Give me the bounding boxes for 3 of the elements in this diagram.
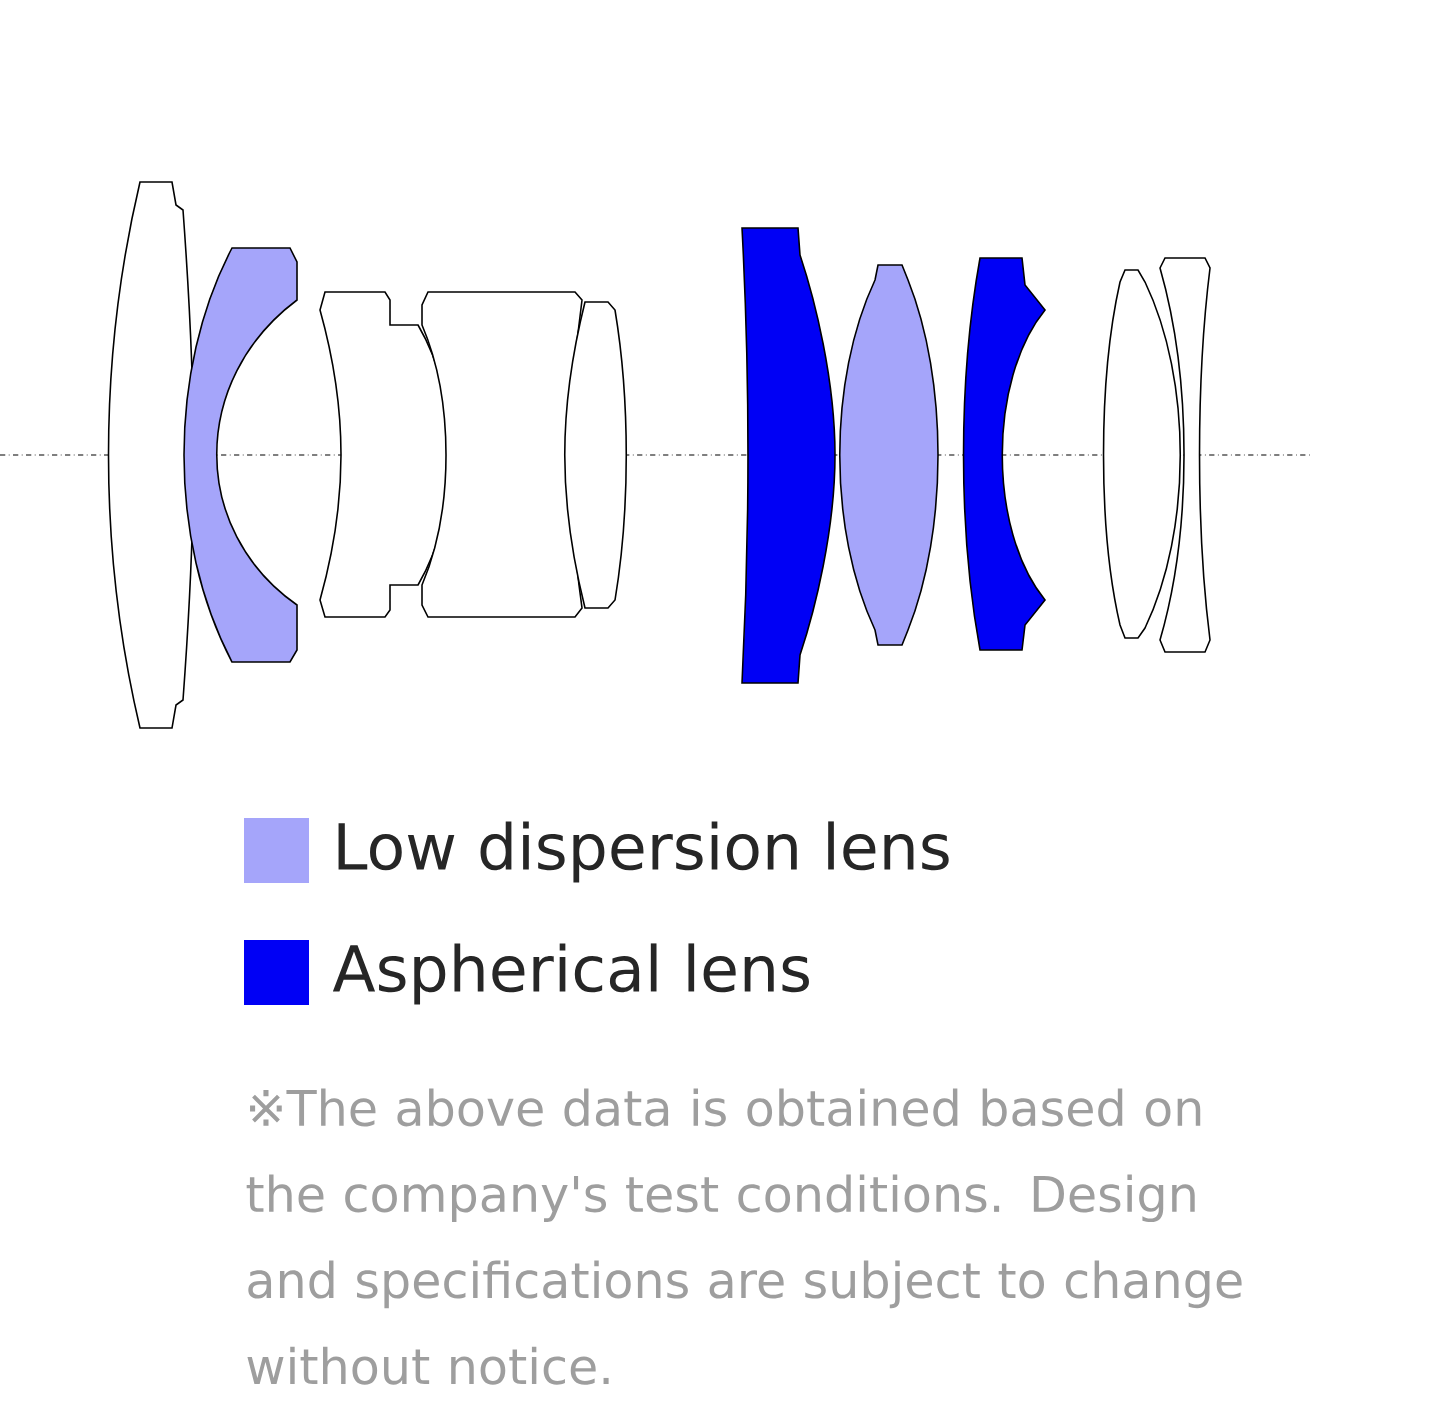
- legend-label: Low dispersion lens: [338, 821, 949, 883]
- legend-label: Aspherical lens: [332, 943, 809, 1005]
- footnote: ※The above data is obtained based on the company's test conditions. Design and specifications are subject to change without notice.: [246, 1088, 1242, 1385]
